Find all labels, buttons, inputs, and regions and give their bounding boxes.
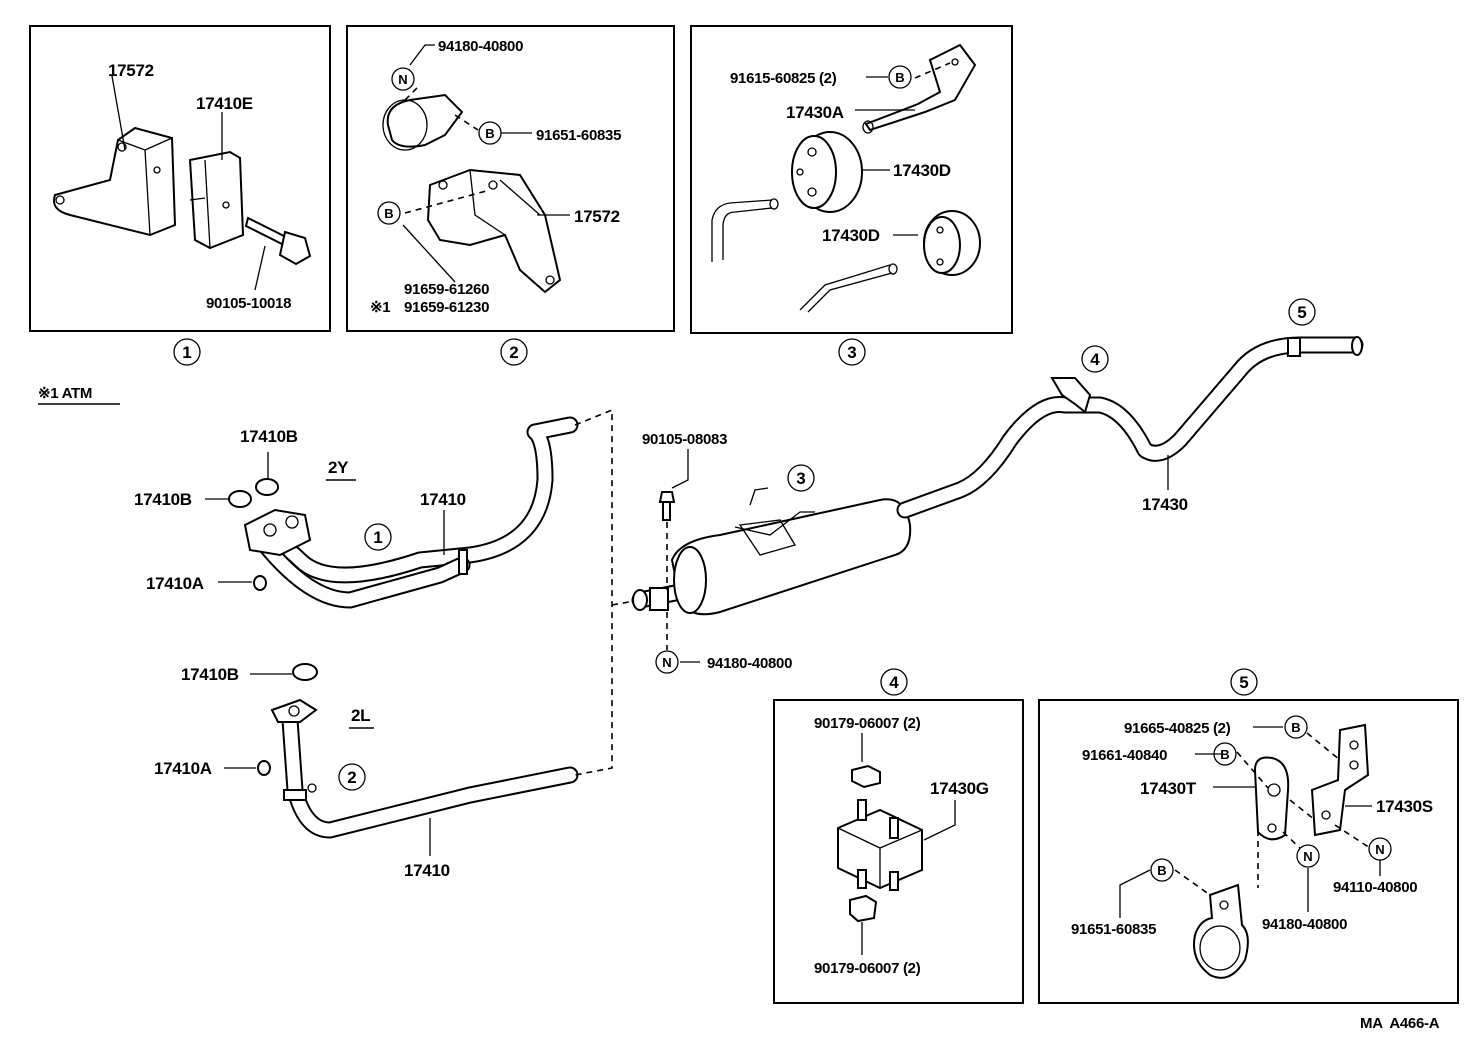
- callout-3-main: 3: [787, 464, 815, 492]
- nut-symbol-N-p5a: N: [1368, 837, 1392, 861]
- label-17572: 17572: [108, 61, 154, 80]
- svg-text:3: 3: [847, 343, 856, 362]
- label-91661-40840: 91661-40840: [1082, 747, 1167, 764]
- bolt-symbol-B-p5c: B: [1150, 858, 1174, 882]
- label-90105-10018: 90105-10018: [206, 295, 291, 312]
- variant-2L: 2L: [351, 706, 370, 725]
- svg-text:B: B: [384, 206, 393, 221]
- label-90105-08083: 90105-08083: [642, 431, 727, 448]
- label-91665-40825: 91665-40825 (2): [1124, 720, 1231, 737]
- detail-panel-1: 17572 17410E 90105-10018: [29, 25, 331, 332]
- svg-text:3: 3: [796, 469, 805, 488]
- panel-2-index: 2: [500, 338, 528, 366]
- callout-1-main: 1: [364, 523, 392, 551]
- callout-5-main: 5: [1288, 298, 1316, 326]
- front-pipe-2Y: [228, 416, 579, 609]
- svg-text:B: B: [485, 126, 494, 141]
- svg-text:B: B: [1220, 747, 1229, 762]
- detail-panel-2: N B B 94180-40800 91651-60835 17572 9165…: [346, 25, 675, 332]
- label-94180-40800-main: 94180-40800: [707, 655, 792, 672]
- label-91659-61230: 91659-61230: [404, 299, 489, 316]
- svg-text:5: 5: [1239, 673, 1248, 692]
- nut-symbol-N: N: [391, 67, 415, 91]
- label-17410A-2L: 17410A: [154, 759, 212, 778]
- label-91615-60825: 91615-60825 (2): [730, 70, 837, 87]
- rubber-17430T-drawing: [1253, 756, 1290, 841]
- label-17410-2Y: 17410: [420, 490, 466, 509]
- label-91659-61260: 91659-61260: [404, 281, 489, 298]
- svg-text:N: N: [1303, 849, 1312, 864]
- detail-panel-4: 90179-06007 (2) 17430G 90179-06007 (2): [773, 699, 1024, 1004]
- svg-text:B: B: [1291, 720, 1300, 735]
- svg-text:1: 1: [182, 343, 191, 362]
- label-17410B-2L: 17410B: [181, 665, 239, 684]
- hanger-17430A-drawing: [864, 43, 977, 132]
- nut-symbol-N-p5b: N: [1296, 844, 1320, 868]
- label-17410A-2Y: 17410A: [146, 574, 204, 593]
- bolt-symbol-B: B: [478, 121, 502, 145]
- svg-text:2: 2: [347, 768, 356, 787]
- label-17430T: 17430T: [1140, 779, 1197, 798]
- label-17430G: 17430G: [930, 779, 989, 798]
- label-17410-2L: 17410: [404, 861, 450, 880]
- rubber-mount-17430D-bottom: [923, 210, 981, 276]
- panel-1-index: 1: [173, 338, 201, 366]
- label-17572-p2: 17572: [574, 207, 620, 226]
- label-17430D-bottom: 17430D: [822, 226, 880, 245]
- main-assembly: ※1 ATM 17410B 17410B 17410 17410A 2Y 1: [38, 298, 1364, 880]
- label-17410E: 17410E: [196, 94, 253, 113]
- bolt-symbol-B-p3: B: [888, 65, 912, 89]
- nut-symbol-N-main: N: [655, 650, 679, 674]
- bracket-17430S-drawing: [1310, 723, 1370, 837]
- label-90179-06007-bottom: 90179-06007 (2): [814, 960, 921, 977]
- label-17430A: 17430A: [786, 103, 844, 122]
- label-90179-06007-top: 90179-06007 (2): [814, 715, 921, 732]
- label-94180-40800-p5: 94180-40800: [1262, 916, 1347, 933]
- callout-2-main: 2: [338, 763, 366, 791]
- bolt-symbol-B-p5b: B: [1213, 742, 1237, 766]
- atm-note-mark: ※1: [370, 299, 390, 316]
- panel-4-index: 4: [880, 668, 908, 696]
- damper-17410E-drawing: [188, 150, 245, 250]
- svg-text:N: N: [662, 655, 671, 670]
- svg-text:B: B: [1157, 863, 1166, 878]
- svg-text:4: 4: [1090, 350, 1100, 369]
- panel-5-index: 5: [1230, 668, 1258, 696]
- label-91651-60835: 91651-60835: [536, 127, 621, 144]
- bolt-symbol-B-p5a: B: [1284, 715, 1308, 739]
- diagram-code: MA A466-A: [1360, 1015, 1440, 1032]
- svg-text:N: N: [1375, 842, 1384, 857]
- label-17430S: 17430S: [1376, 797, 1433, 816]
- label-94180-40800: 94180-40800: [438, 38, 523, 55]
- bracket-17572-p2-drawing: [426, 168, 562, 294]
- svg-text:N: N: [398, 72, 407, 87]
- label-94110-40800: 94110-40800: [1333, 879, 1417, 896]
- muffler-tailpipe: [631, 336, 1364, 650]
- panel-3-index: 3: [838, 338, 866, 366]
- svg-text:B: B: [895, 70, 904, 85]
- bolt-symbol-B-2: B: [377, 201, 401, 225]
- label-17410B-top: 17410B: [240, 427, 298, 446]
- callout-4-main: 4: [1081, 345, 1109, 373]
- detail-panel-5: B B B N N 91665-40825 (2) 91661-40840 17…: [1038, 699, 1459, 1004]
- front-pipe-2L: [257, 663, 579, 839]
- label-17410B-left: 17410B: [134, 490, 192, 509]
- variant-2Y: 2Y: [328, 458, 349, 477]
- svg-text:5: 5: [1297, 303, 1306, 322]
- atm-note: ※1 ATM: [38, 385, 92, 402]
- label-17430D-top: 17430D: [893, 161, 951, 180]
- svg-text:1: 1: [373, 528, 382, 547]
- clamp-drawing: [386, 93, 464, 148]
- rubber-mount-17430D-top: [791, 131, 863, 213]
- detail-panel-3: B 91615-60825 (2) 17430A 17430D 17430D: [690, 25, 1013, 334]
- label-17430: 17430: [1142, 495, 1188, 514]
- svg-text:2: 2: [509, 343, 518, 362]
- svg-text:4: 4: [889, 673, 899, 692]
- label-91651-60835-p5: 91651-60835: [1071, 921, 1156, 938]
